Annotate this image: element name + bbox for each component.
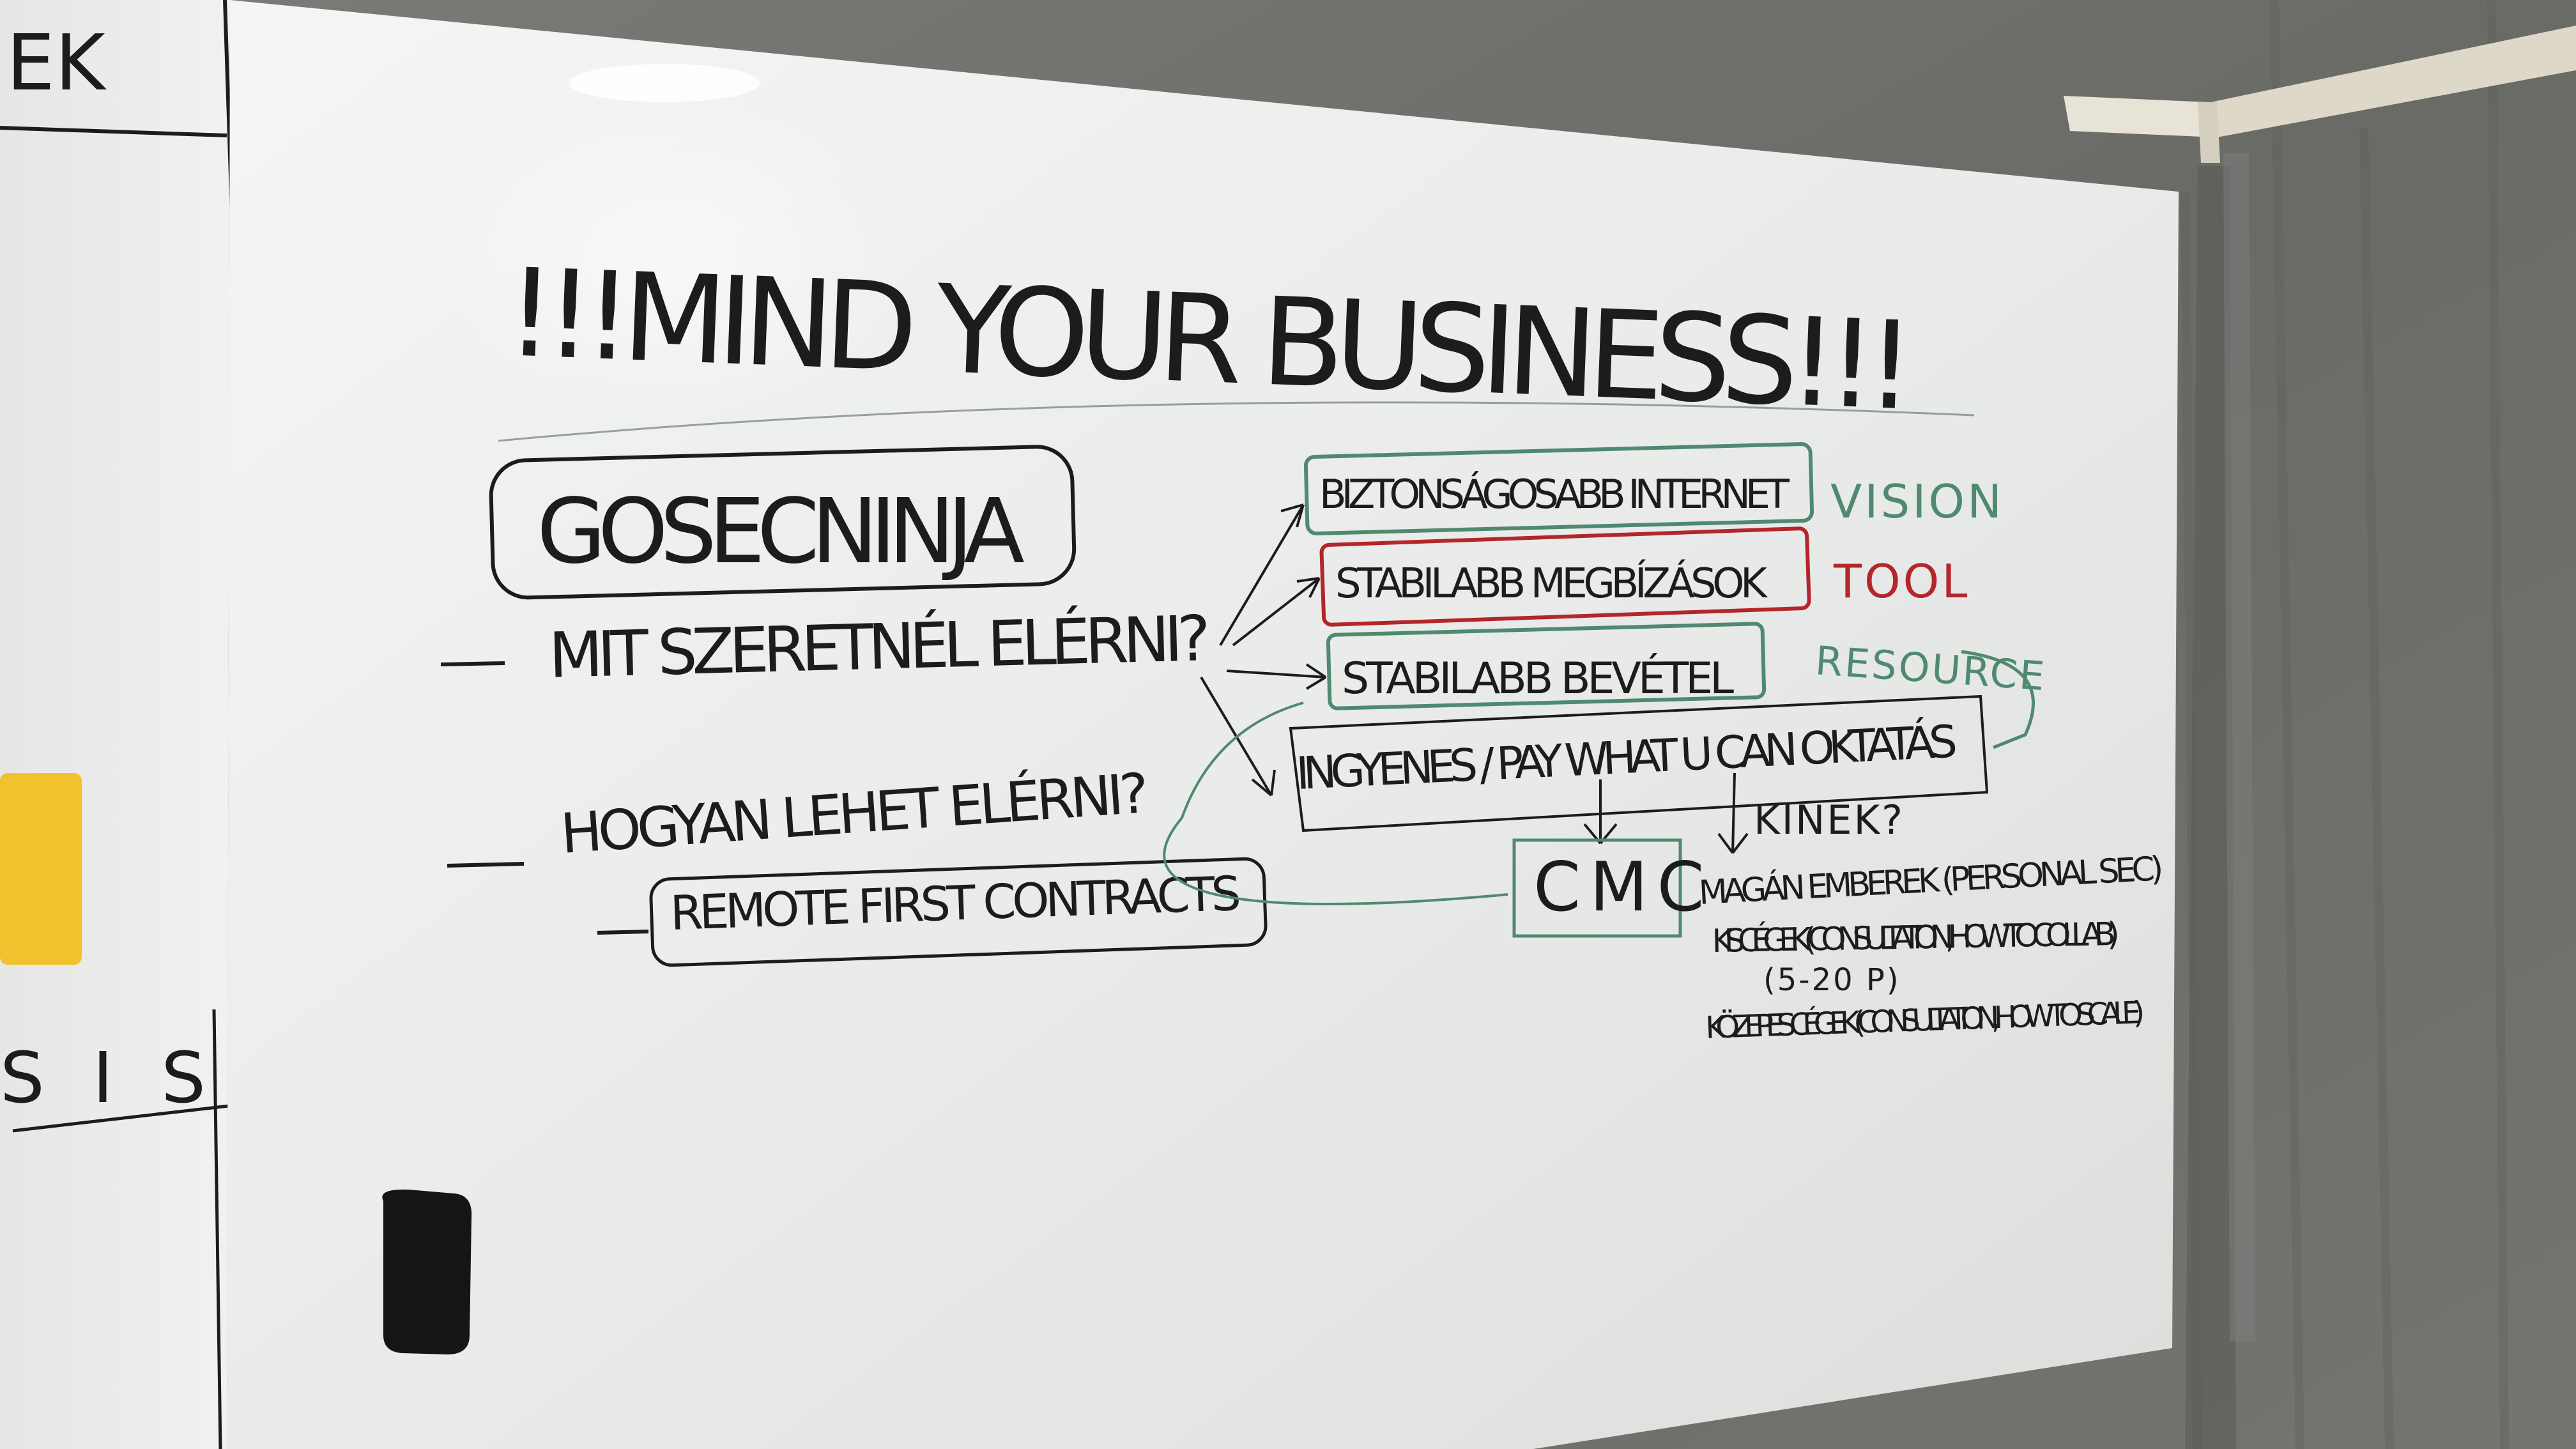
left-board-axis-vertical bbox=[212, 1009, 222, 1449]
kinek-label: KINEK? bbox=[1754, 797, 1905, 843]
green-return-arrow bbox=[1163, 702, 1508, 905]
left-board-bottom-text: S I S bbox=[0, 1037, 218, 1119]
goal-box bbox=[1319, 526, 1811, 627]
arrow-to-vision bbox=[1219, 503, 1305, 647]
goal-resource: STABILABB BEVÉTEL RESOURCE bbox=[1326, 622, 2048, 710]
board-glare bbox=[428, 89, 914, 422]
goal-tag: TOOL bbox=[1833, 555, 1970, 608]
arrow-to-kinek bbox=[1717, 772, 1749, 854]
project-name-box bbox=[489, 445, 1077, 600]
goal-box bbox=[1326, 622, 1767, 710]
arrow-to-resource bbox=[1226, 663, 1327, 690]
green-loop-arrow bbox=[1961, 650, 2035, 749]
goal-text: BIZTONSÁGOSABB INTERNET bbox=[1319, 470, 1792, 518]
goal-tag: VISION bbox=[1830, 475, 2004, 528]
eraser-icon bbox=[382, 1189, 472, 1354]
audience-item: (5-20 P) bbox=[1763, 962, 1901, 998]
hub-box bbox=[1512, 838, 1682, 938]
goal-tool: STABILABB MEGBÍZÁSOK TOOL bbox=[1319, 526, 1970, 627]
offering-box bbox=[1289, 694, 1989, 832]
goal-vision: BIZTONSÁGOSABB INTERNET VISION bbox=[1303, 442, 2004, 535]
question-1-dash bbox=[440, 661, 505, 666]
arrow-to-tool bbox=[1232, 577, 1321, 647]
audience-item: KIS CÉGEK (CONSULTATION, HOW TO COLLAB) bbox=[1712, 915, 2121, 960]
left-whiteboard bbox=[0, 0, 230, 1449]
board-glare-top bbox=[569, 64, 760, 102]
hub-text: CMC bbox=[1533, 848, 1713, 926]
sticky-note-icon bbox=[0, 773, 82, 965]
left-board-line bbox=[0, 126, 227, 137]
project-name: GOSECNINJA bbox=[537, 480, 1029, 584]
question-2-dash bbox=[447, 862, 525, 868]
wall-corner-shadow bbox=[2185, 166, 2236, 1449]
question-1: MIT SZERETNÉL ELÉRNI? bbox=[548, 602, 1221, 693]
left-board-top-text: EK bbox=[6, 19, 107, 108]
goal-text: STABILABB MEGBÍZÁSOK bbox=[1335, 559, 1770, 608]
title-underline bbox=[498, 401, 1975, 442]
wall-pipe-icon bbox=[2064, 26, 2576, 1342]
method-dash bbox=[597, 930, 649, 935]
goal-text: STABILABB BEVÉTEL bbox=[1342, 653, 1738, 704]
goal-box bbox=[1303, 442, 1814, 535]
